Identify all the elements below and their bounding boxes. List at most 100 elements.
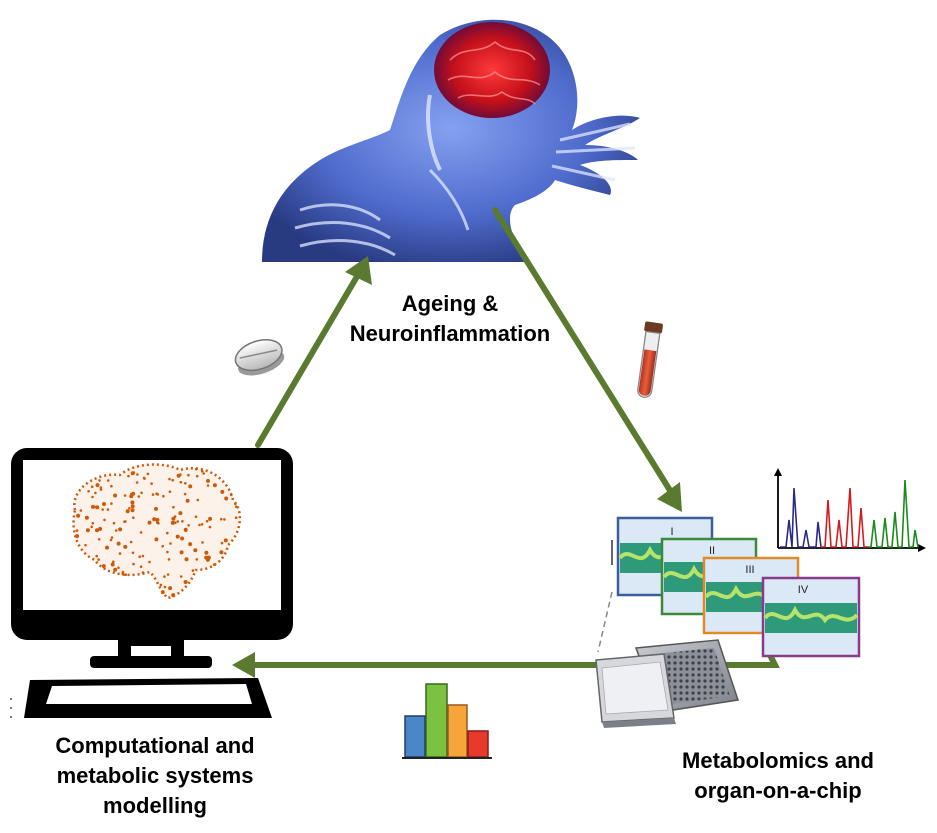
brain-node	[130, 500, 135, 505]
brain-node	[166, 531, 169, 535]
brain-node	[194, 467, 198, 471]
brain-node	[206, 555, 211, 560]
brain-node	[118, 527, 123, 532]
pill-icon	[234, 339, 285, 376]
panel-label-4: IV	[798, 584, 809, 596]
brain-node	[163, 575, 166, 578]
brain-node	[87, 490, 90, 493]
cycle-arrows	[242, 207, 780, 668]
brain-node	[124, 573, 127, 576]
brain-network-icon	[72, 463, 242, 600]
brain-node	[166, 550, 169, 554]
brain-node	[130, 508, 135, 513]
brain-node	[75, 529, 79, 532]
brain-node	[155, 517, 160, 522]
label-line: Metabolomics and	[682, 748, 874, 773]
brain-node	[212, 563, 216, 566]
brain-node	[117, 566, 120, 570]
brain-node	[93, 505, 96, 509]
label-line: Ageing &	[401, 291, 499, 316]
brain-node	[141, 571, 145, 574]
brain-node	[125, 509, 130, 514]
brain-node	[195, 474, 199, 478]
brain-node	[166, 573, 170, 576]
brain-node	[184, 482, 187, 485]
panel-label-3: III	[745, 564, 754, 576]
brain-node	[95, 528, 99, 533]
brain-node	[124, 520, 127, 523]
brain-node	[178, 511, 183, 516]
brain-node	[224, 496, 229, 501]
blood-tube-icon	[637, 321, 663, 398]
label-line: metabolic systems	[56, 763, 254, 788]
arrow-to-modelling	[242, 652, 780, 668]
brain-node	[91, 495, 94, 499]
chip-panel-4: IV	[761, 576, 861, 658]
brain-node	[95, 554, 98, 558]
brain-node	[161, 544, 164, 548]
brain-node	[205, 519, 209, 523]
brain-node	[95, 483, 100, 488]
brain-node	[127, 474, 130, 478]
brain-node	[167, 558, 171, 561]
brain-node	[112, 521, 116, 525]
brain-node	[183, 492, 187, 496]
brain-node	[171, 478, 174, 482]
brain-node	[157, 522, 160, 525]
brain-node	[179, 575, 183, 578]
brain-node	[162, 494, 165, 498]
brain-node	[90, 525, 93, 529]
brain-node	[102, 502, 106, 506]
brain-node	[208, 525, 212, 529]
brain-node	[109, 538, 113, 542]
brain-node	[90, 485, 94, 489]
brain-node	[98, 526, 103, 531]
brain-node	[206, 484, 210, 487]
brain-node	[171, 593, 176, 598]
brain-node	[220, 541, 224, 545]
brain-node	[152, 517, 157, 522]
brain-node	[79, 509, 83, 512]
brain-node	[129, 540, 133, 544]
organ-on-chip-panels: I II III IV	[597, 516, 861, 658]
brain-node	[230, 493, 233, 497]
brain-node	[154, 506, 158, 511]
brain-node	[84, 515, 89, 520]
brain-node	[194, 515, 198, 518]
brain-node	[183, 580, 188, 584]
brain-node	[159, 583, 163, 587]
brain-node	[179, 550, 184, 555]
brain-node	[201, 541, 204, 544]
brain-node	[160, 590, 165, 595]
brain-node	[123, 494, 127, 497]
brain-node	[195, 558, 199, 561]
brain-node	[155, 492, 158, 496]
brain-node	[174, 521, 177, 524]
microplate-icon	[595, 639, 739, 728]
inflamed-brain-icon	[434, 22, 550, 118]
brain-node	[234, 502, 237, 506]
label-ageing-neuroinflammation: Ageing & Neuroinflammation	[320, 289, 580, 349]
brain-node	[139, 565, 143, 568]
brain-node	[219, 517, 223, 521]
brain-node	[106, 508, 110, 511]
brain-node	[168, 477, 171, 481]
brain-node	[150, 482, 153, 485]
brain-node	[187, 524, 190, 527]
brain-node	[106, 479, 110, 482]
brain-node	[168, 490, 172, 494]
brain-node	[75, 534, 79, 539]
brain-node	[97, 538, 101, 541]
computer-monitor-icon	[11, 448, 293, 668]
brain-node	[131, 551, 135, 555]
brain-node	[223, 518, 226, 521]
brain-node	[114, 529, 118, 532]
bar-chart-icon	[402, 683, 492, 759]
brain-node	[95, 505, 100, 510]
brain-node	[220, 489, 225, 494]
arrow-to-metabolomics	[492, 207, 679, 503]
brain-node	[200, 523, 204, 526]
brain-node	[173, 515, 177, 518]
brain-node	[142, 476, 146, 480]
